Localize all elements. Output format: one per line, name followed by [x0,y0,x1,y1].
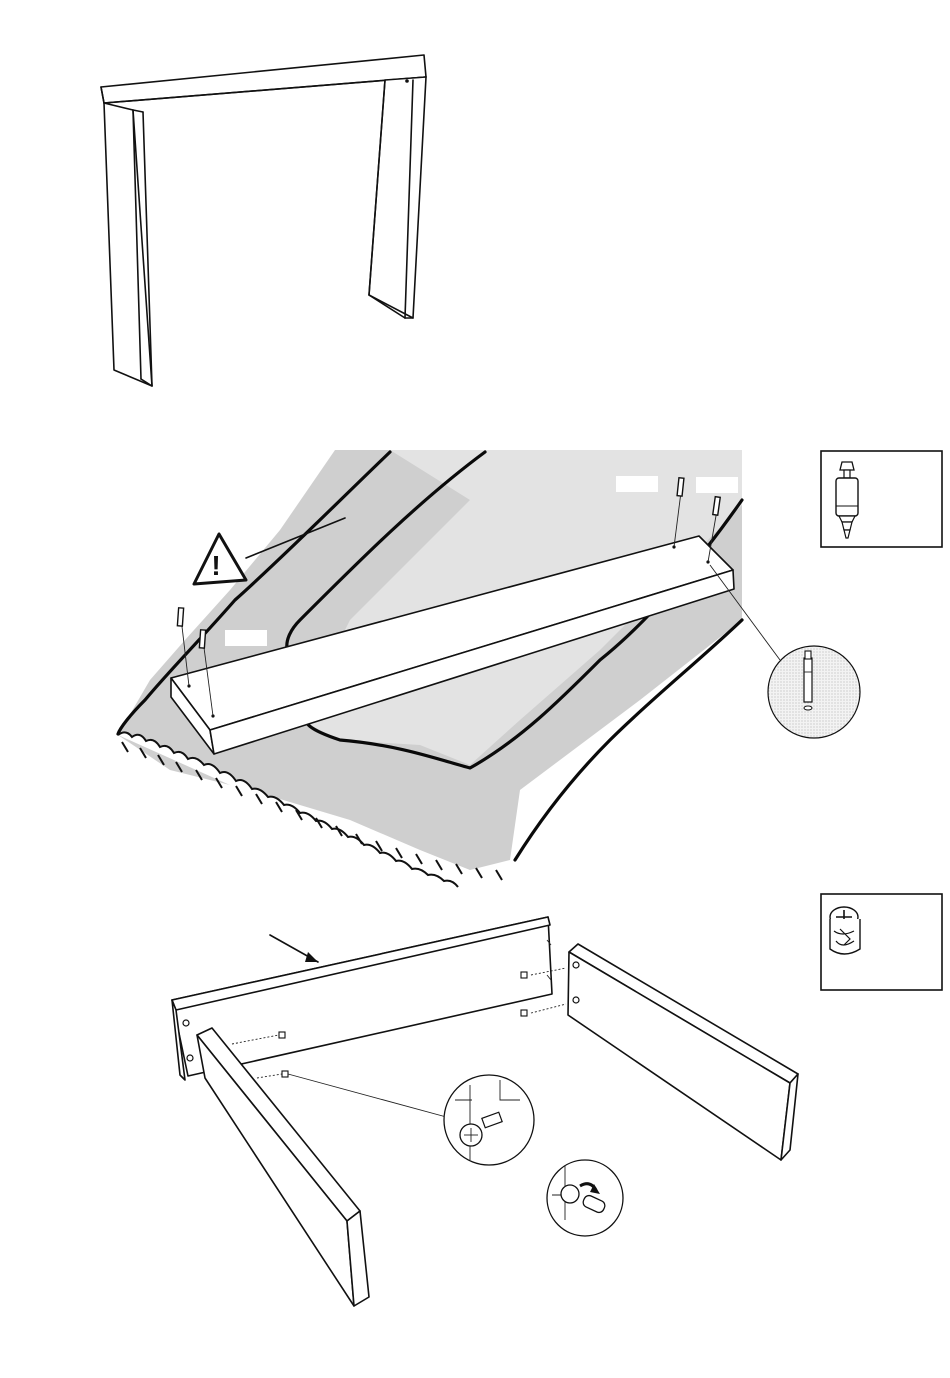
cam-lock-icon [821,894,942,990]
cam-bolt-icon [821,451,942,547]
assembled-console-illustration [101,55,426,386]
part-label-tag-2 [696,477,738,493]
svg-text:!: ! [211,550,220,581]
part-label-tag-3 [225,630,267,646]
part-label-tag-1 [616,476,658,492]
